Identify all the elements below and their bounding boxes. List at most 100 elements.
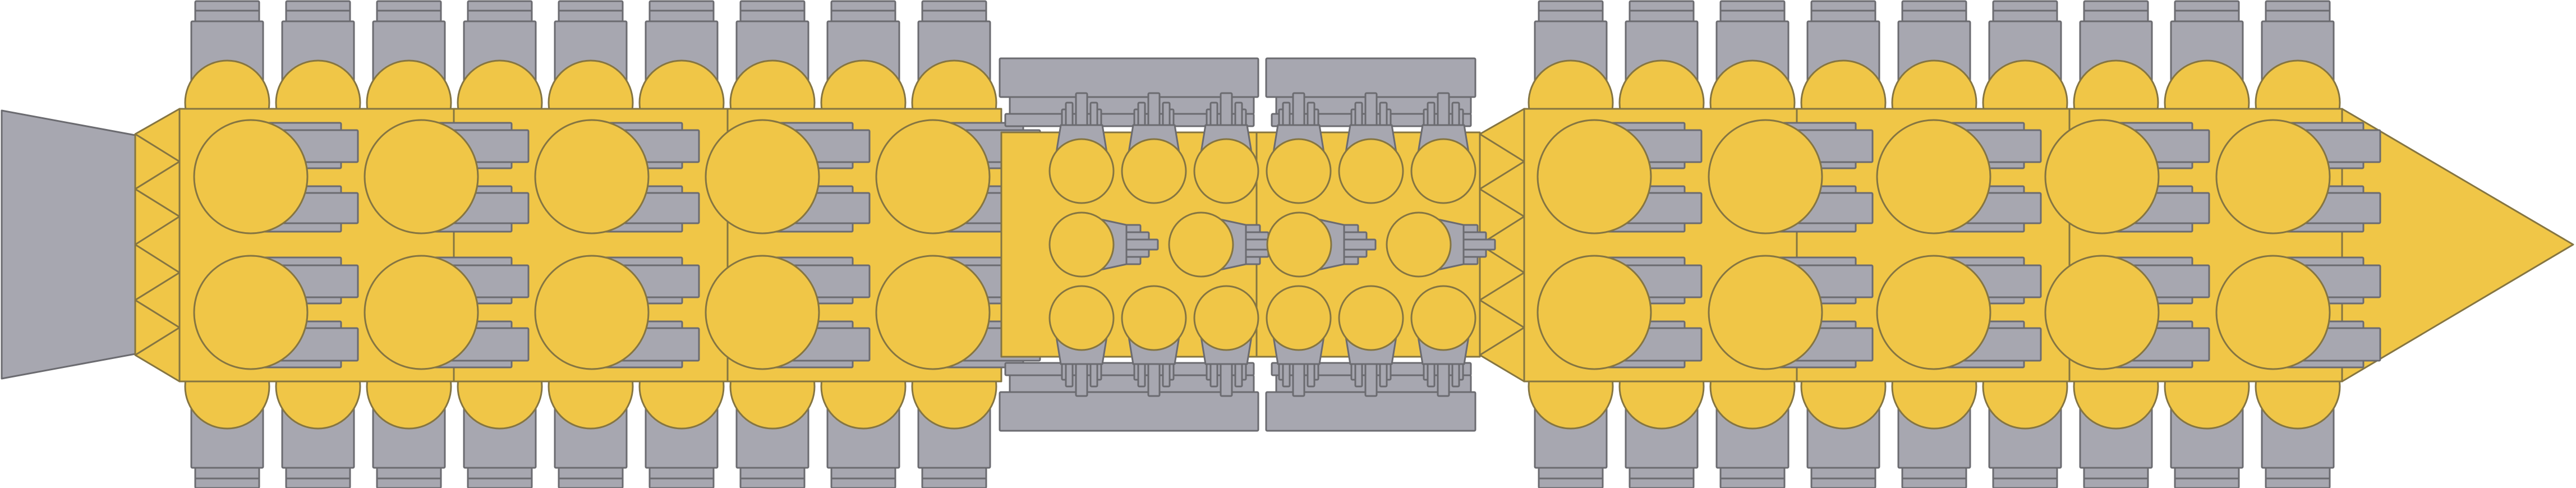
large-tank xyxy=(1537,119,1652,234)
pod-fin xyxy=(1379,362,1388,388)
pod-fin xyxy=(1089,102,1098,127)
engine-pod xyxy=(1121,285,1187,397)
pod-fin xyxy=(1162,102,1171,127)
large-tank xyxy=(2215,255,2331,370)
pod-fin-center xyxy=(1220,362,1233,397)
small-tank xyxy=(1048,138,1115,204)
pod-fin xyxy=(1282,362,1291,388)
engine-pod xyxy=(1048,285,1115,397)
side-cylinder xyxy=(457,343,543,488)
side-engine xyxy=(1048,211,1159,278)
truss-strut xyxy=(1479,188,1525,218)
large-tank xyxy=(2215,119,2331,234)
pod-fin xyxy=(1234,102,1243,127)
pod-fin-center xyxy=(1364,362,1378,397)
pod-fin xyxy=(1427,102,1436,127)
armor-plate xyxy=(1265,57,1476,98)
upper-half xyxy=(999,57,1476,204)
large-tank xyxy=(875,119,991,234)
engine-pod xyxy=(1338,285,1404,397)
pod-fin xyxy=(1065,362,1074,388)
pod-fin xyxy=(1427,362,1436,388)
engine-fin-center xyxy=(1124,238,1159,251)
front-hull xyxy=(1523,108,2381,383)
pod-fin xyxy=(1379,102,1388,127)
pod-fin xyxy=(1451,102,1460,127)
pod-fin-center xyxy=(1292,92,1305,127)
truss-strut xyxy=(135,326,180,356)
large-tank xyxy=(534,119,650,234)
pod-fin xyxy=(1162,362,1171,388)
pod-fin xyxy=(1282,102,1291,127)
engine-pod xyxy=(1121,92,1187,204)
truss-strut xyxy=(1479,326,1525,356)
side-engine xyxy=(1266,211,1377,278)
truss-strut xyxy=(135,133,180,163)
engine-pod xyxy=(1266,285,1332,397)
pod-fin-center xyxy=(1437,362,1450,397)
truss-strut xyxy=(1479,271,1525,301)
large-tank xyxy=(193,119,309,234)
pod-fin-center xyxy=(1147,92,1161,127)
small-tank xyxy=(1338,138,1404,204)
small-tank xyxy=(1410,285,1476,351)
large-tank xyxy=(2044,255,2160,370)
truss-strut xyxy=(1479,160,1525,190)
rear-nozzle xyxy=(1,109,136,380)
lower-half xyxy=(184,343,2341,488)
engine-pod xyxy=(1193,285,1259,397)
pod-fin-center xyxy=(1437,92,1450,127)
pod-fin-center xyxy=(1075,362,1088,397)
armor-plate xyxy=(1265,391,1476,432)
large-tank xyxy=(193,255,309,370)
truss-strut xyxy=(135,160,180,190)
pod-fin xyxy=(1137,102,1146,127)
large-tank xyxy=(364,119,479,234)
large-tank xyxy=(2044,119,2160,234)
small-tank xyxy=(1193,285,1259,351)
large-tank xyxy=(1708,119,1823,234)
pod-fin xyxy=(1065,102,1074,127)
rear-hull xyxy=(178,108,1041,383)
pod-fin xyxy=(1307,362,1315,388)
small-tank xyxy=(1266,211,1332,278)
pod-fin xyxy=(1209,102,1218,127)
rear-truss xyxy=(134,108,181,383)
pod-fin xyxy=(1307,102,1315,127)
small-tank xyxy=(1193,138,1259,204)
truss-strut xyxy=(135,188,180,218)
pod-fin xyxy=(1209,362,1218,388)
large-tank xyxy=(1876,119,1991,234)
armor-plate xyxy=(999,391,1259,432)
small-tank xyxy=(1121,138,1187,204)
small-tank xyxy=(1386,211,1452,278)
pod-fin xyxy=(1451,362,1460,388)
large-tank xyxy=(875,255,991,370)
engine-pod xyxy=(1193,92,1259,204)
small-tank xyxy=(1266,138,1332,204)
truss-strut xyxy=(1479,299,1525,329)
engine-fin-center xyxy=(1342,238,1377,251)
truss-strut xyxy=(135,215,180,246)
large-tank xyxy=(534,255,650,370)
large-tank xyxy=(1537,255,1652,370)
large-tank xyxy=(1708,255,1823,370)
small-tank xyxy=(1266,285,1332,351)
pod-fin-center xyxy=(1075,92,1088,127)
engine-pod xyxy=(1410,92,1476,204)
small-tank xyxy=(1121,285,1187,351)
truss-strut xyxy=(135,243,180,274)
small-tank xyxy=(1410,138,1476,204)
pod-fin xyxy=(1354,102,1363,127)
pod-fin-center xyxy=(1364,92,1378,127)
pod-fin xyxy=(1234,362,1243,388)
engine-pod xyxy=(1048,92,1115,204)
large-tank xyxy=(705,255,820,370)
engine-fin-center xyxy=(1461,238,1496,251)
pod-fin xyxy=(1137,362,1146,388)
small-tank xyxy=(1338,285,1404,351)
pod-fin xyxy=(1089,362,1098,388)
pod-fin-center xyxy=(1292,362,1305,397)
side-cylinder xyxy=(2255,343,2341,488)
